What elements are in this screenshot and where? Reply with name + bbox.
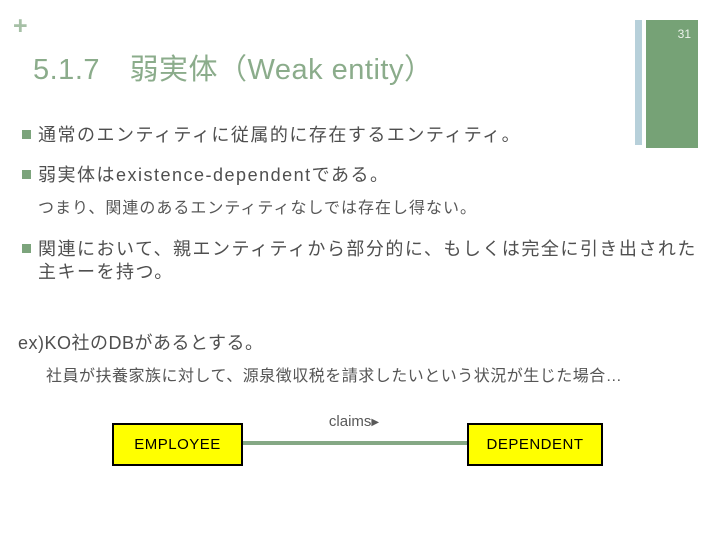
right-arrow-icon: ▶ bbox=[371, 417, 380, 428]
entity-label: EMPLOYEE bbox=[134, 436, 221, 453]
bullet-square-icon bbox=[22, 130, 31, 139]
entity-label: DEPENDENT bbox=[486, 436, 584, 453]
plus-marker-icon: + bbox=[13, 12, 28, 40]
example-intro: ex)KO社のDBがあるとする。 bbox=[18, 333, 264, 353]
bullet-square-icon bbox=[22, 244, 31, 253]
bullet-text: 通常のエンティティに従属的に存在するエンティティ。 bbox=[38, 125, 522, 145]
slide-title: 5.1.7 弱実体（Weak entity） bbox=[33, 54, 434, 86]
bullet-item: 関連において、親エンティティから部分的に、もしくは完全に引き出された主キーを持つ… bbox=[22, 238, 698, 284]
page-number-box: 31 bbox=[646, 20, 698, 148]
relationship-line bbox=[242, 441, 467, 445]
bullet-note: つまり、関連のあるエンティティなしでは存在し得ない。 bbox=[38, 200, 477, 217]
entity-box-dependent: DEPENDENT bbox=[467, 423, 603, 466]
accent-stripe bbox=[635, 20, 642, 145]
bullet-square-icon bbox=[22, 170, 31, 179]
bullet-text: 弱実体はexistence-dependentである。 bbox=[38, 165, 390, 185]
example-scenario: 社員が扶養家族に対して、源泉徴収税を請求したいという状況が生じた場合… bbox=[46, 368, 623, 385]
bullet-item: 通常のエンティティに従属的に存在するエンティティ。 bbox=[22, 124, 521, 147]
bullet-item: 弱実体はexistence-dependentである。 bbox=[22, 164, 389, 187]
bullet-text: 関連において、親エンティティから部分的に、もしくは完全に引き出された主キーを持つ… bbox=[38, 239, 697, 282]
page-number: 31 bbox=[677, 27, 691, 41]
entity-box-employee: EMPLOYEE bbox=[112, 423, 243, 466]
relationship-label: claims▶ bbox=[304, 413, 404, 430]
relationship-label-text: claims bbox=[328, 413, 372, 430]
